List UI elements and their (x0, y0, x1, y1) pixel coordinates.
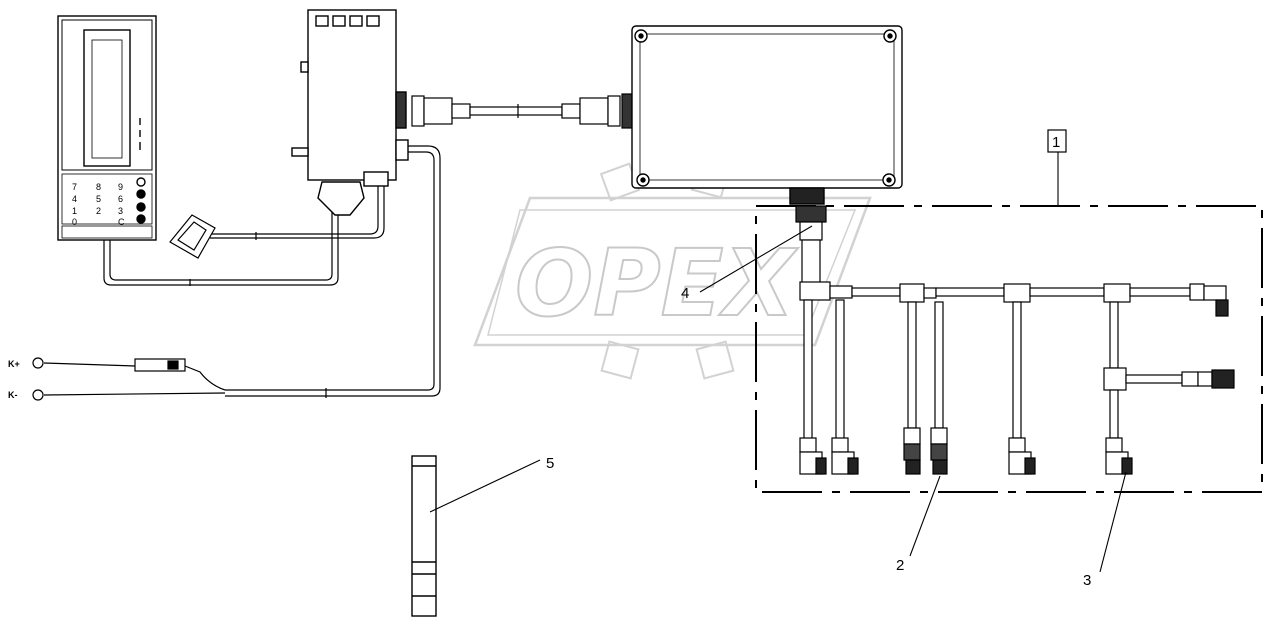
svg-text:C: C (118, 217, 125, 227)
cable-harness (795, 205, 1235, 475)
callout-leaders (429, 152, 1127, 573)
spacer-tube (411, 455, 437, 617)
svg-text:6: 6 (118, 194, 123, 204)
terminal-negative-label: K- (8, 390, 18, 400)
callout-1: 1 (1052, 134, 1060, 151)
callout-2: 2 (896, 557, 904, 574)
svg-text:0: 0 (72, 217, 77, 227)
callout-5: 5 (546, 455, 554, 472)
svg-text:7: 7 (72, 182, 77, 192)
callout-3: 3 (1083, 572, 1091, 589)
sensor-cable (225, 145, 441, 398)
svg-text:2: 2 (96, 206, 101, 216)
callout-4: 4 (681, 285, 689, 302)
svg-text:5: 5 (96, 194, 101, 204)
terminal-positive-label: K+ (8, 359, 20, 369)
watermark-text: OPEX (515, 230, 798, 337)
svg-text:9: 9 (118, 182, 123, 192)
interconnect-cable (411, 93, 633, 129)
svg-text:3: 3 (118, 206, 123, 216)
svg-text:4: 4 (72, 194, 77, 204)
subd-connector (169, 214, 216, 259)
control-box (631, 25, 903, 205)
terminal-cable (103, 185, 385, 286)
control-terminal (57, 15, 157, 241)
harness-assembly-frame (755, 205, 1263, 493)
junction-box (291, 9, 409, 216)
battery-terminals (32, 357, 226, 401)
keypad: 7 8 9 4 5 6 1 2 3 0 C (72, 182, 125, 227)
opex-watermark: OPEX (473, 161, 872, 380)
callout-box-1 (1047, 129, 1067, 153)
svg-text:1: 1 (72, 206, 77, 216)
svg-text:8: 8 (96, 182, 101, 192)
